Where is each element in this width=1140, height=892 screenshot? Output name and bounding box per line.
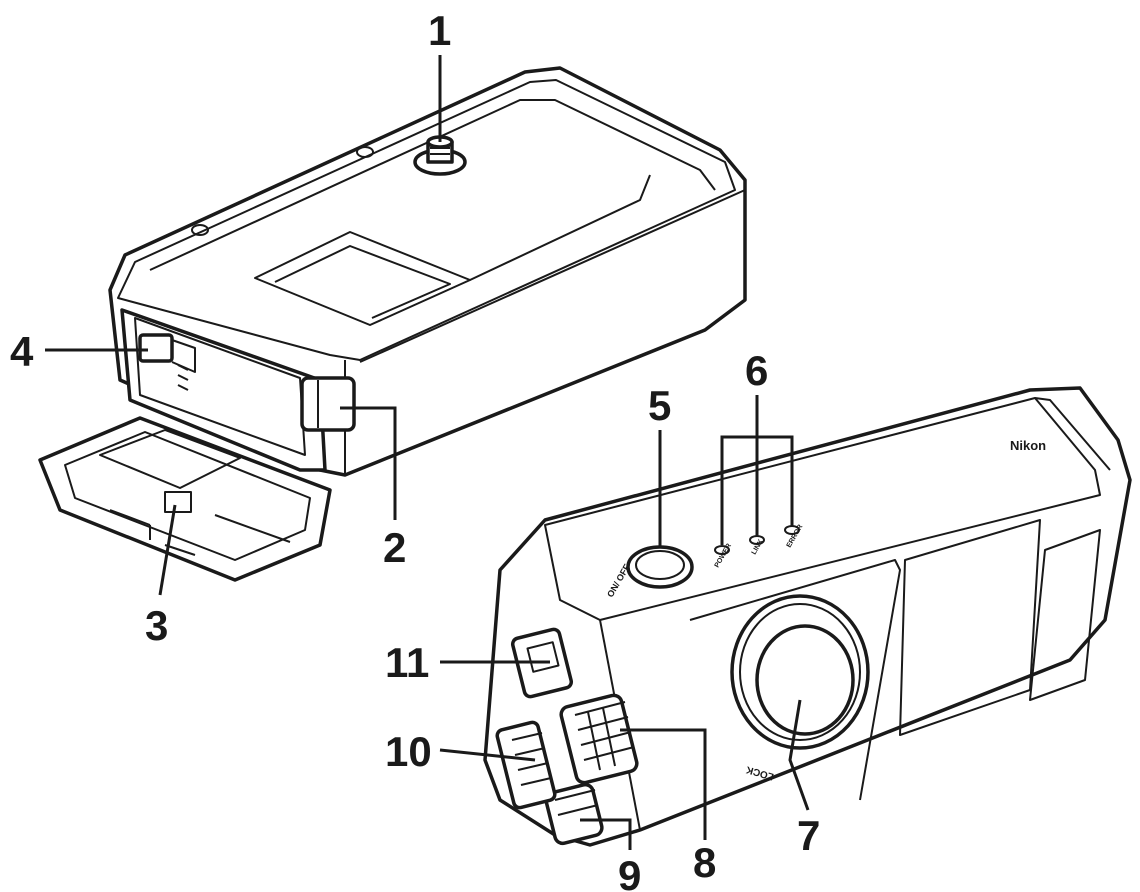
power-button <box>626 545 694 589</box>
battery-cover <box>38 416 332 582</box>
callout-10: 10 <box>385 728 432 775</box>
leader-10 <box>439 748 536 762</box>
leader-3 <box>158 504 177 596</box>
cover-latch <box>300 376 356 432</box>
callout-2: 2 <box>383 524 406 571</box>
battery-connector <box>138 333 196 391</box>
callout-11: 11 <box>385 639 429 686</box>
callout-1: 1 <box>428 7 451 54</box>
leader-9 <box>580 818 632 850</box>
transmitter-unit <box>483 386 1132 847</box>
callout-3: 3 <box>145 602 168 649</box>
callout-9: 9 <box>618 852 641 892</box>
callout-7: 7 <box>797 812 820 859</box>
callout-5: 5 <box>648 382 671 429</box>
port-covers <box>495 627 639 846</box>
callout-4: 4 <box>10 328 34 375</box>
power-unit <box>38 66 747 582</box>
leader-7 <box>788 699 810 811</box>
callout-6: 6 <box>745 347 768 394</box>
brand-label: Nikon <box>1010 438 1046 453</box>
leader-8 <box>620 728 707 840</box>
lens-dial <box>730 594 870 750</box>
leader-2 <box>340 406 397 520</box>
callout-8: 8 <box>693 839 716 886</box>
